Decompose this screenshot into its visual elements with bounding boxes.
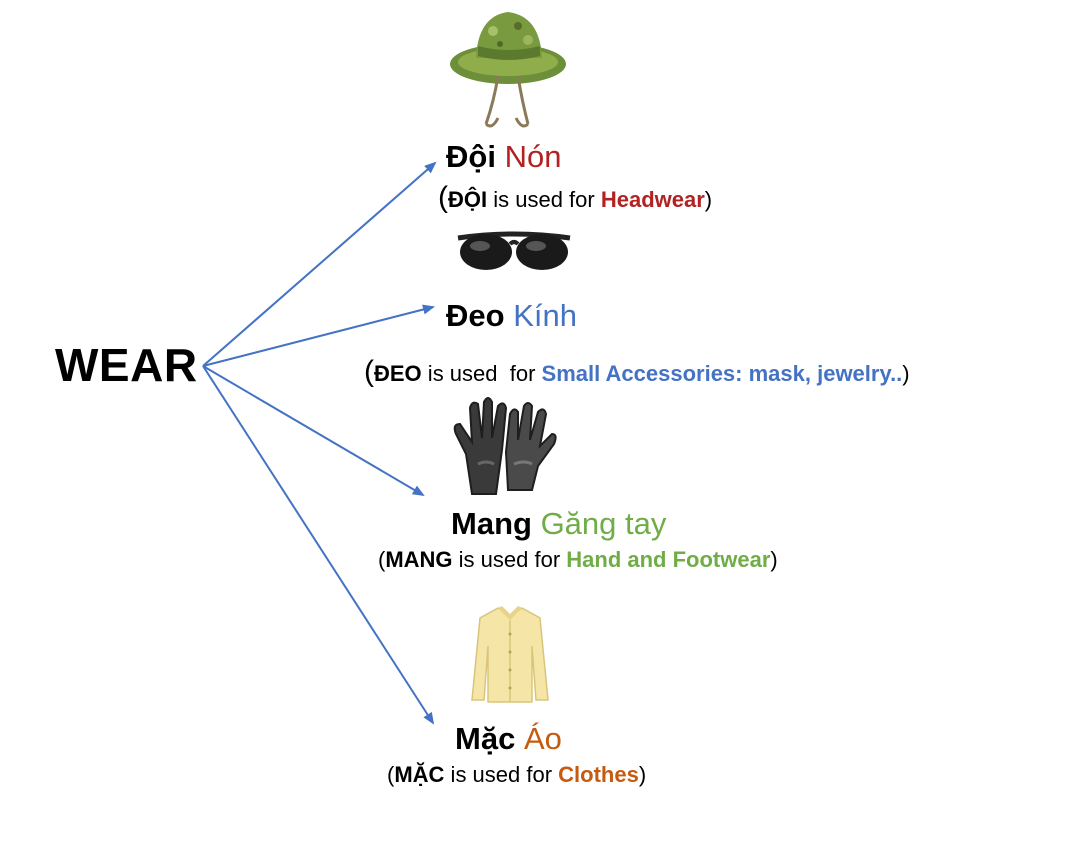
arrow-to-mang [202,365,425,497]
arrow-to-doi [202,161,437,367]
bucket-hat-icon [450,12,566,128]
root-label: WEAR [55,339,198,391]
noun-gang-tay: Găng tay [540,506,667,541]
note-target-headwear: Headwear [600,187,705,212]
note-verb-deo: ĐEO [374,361,422,386]
note-target-hand-footwear: Hand and Footwear [566,547,771,572]
arrow-to-deo [202,304,435,367]
branch-note-mang: (MANG is used for Hand and Footwear) [378,547,778,572]
branch-note-doi: (ĐỘI is used for Headwear) [438,181,713,214]
branch-title-doi: Đội Nón [446,139,561,175]
branch-note-mac: (MẶC is used for Clothes) [387,762,647,787]
sunglasses-icon [457,231,571,270]
noun-kinh: Kính [513,298,577,333]
branch-title-deo: Đeo Kính [446,298,577,334]
noun-ao: Áo [523,721,562,756]
verb-doi: Đội [446,139,496,174]
note-verb-doi: ĐỘI [448,187,488,212]
note-target-clothes: Clothes [558,762,639,787]
verb-mang: Mang [451,506,532,541]
verb-deo: Đeo [446,298,505,333]
arrow-to-mac [202,365,435,725]
shirt-icon [471,606,549,703]
branch-title-mang: Mang Găng tay [451,506,666,542]
note-verb-mac: MẶC [394,762,445,787]
verb-mac: Mặc [455,721,516,756]
noun-non: Nón [504,139,562,174]
branch-note-deo: (ĐEO is used for Small Accessories: mask… [364,355,910,388]
note-target-accessories: Small Accessories: mask, jewelry.. [541,361,903,386]
gloves-icon [453,397,557,495]
branch-title-mac: Mặc Áo [455,721,562,757]
note-verb-mang: MANG [385,547,453,572]
